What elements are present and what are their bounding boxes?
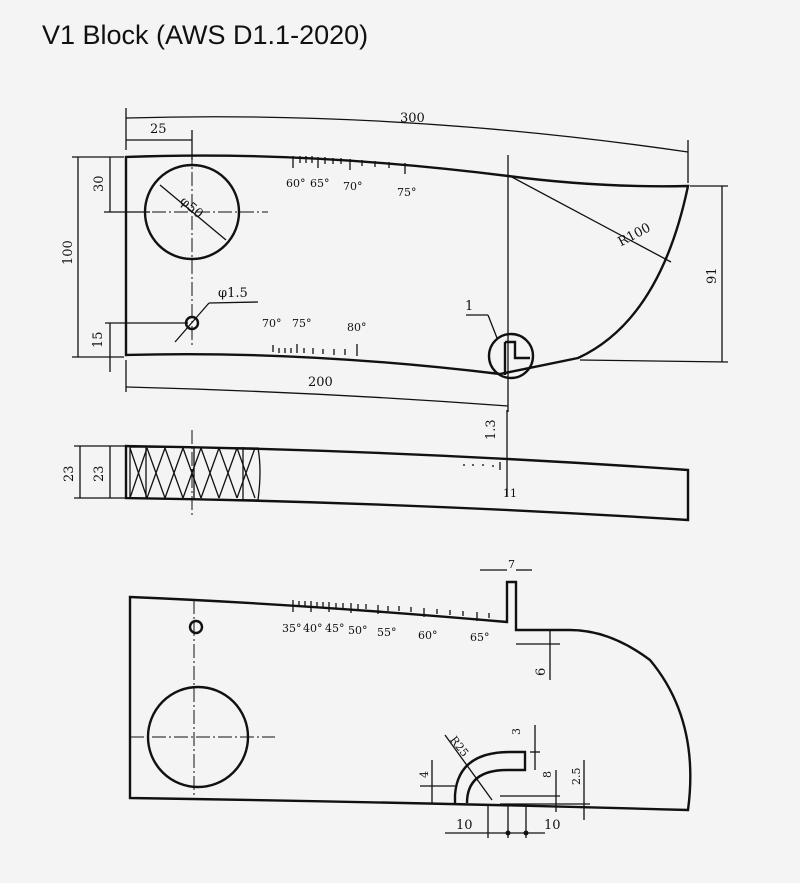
lower-scale-3: 80°: [347, 321, 367, 334]
bottom-scale-4: 50°: [348, 624, 368, 637]
upper-scale-1: 60°: [286, 177, 306, 190]
dim-15: 15: [91, 331, 106, 348]
dim-10-right: 10: [544, 818, 561, 833]
bottom-scale-1: 35°: [282, 622, 302, 635]
top-view: φ50 φ1.5 1 R100 300 25 100 30 15: [61, 108, 729, 412]
lower-scale: [272, 344, 358, 356]
bottom-scale-5: 55°: [377, 626, 397, 639]
notch-circle: [487, 332, 535, 380]
small-hole-bottom: [188, 619, 204, 635]
bottom-scale-3: 45°: [325, 622, 345, 635]
bottom-view: 7 6 35° 4: [128, 558, 692, 838]
dim-1-3: 1.3: [484, 419, 499, 440]
bottom-scale-7: 65°: [470, 631, 490, 644]
hatched-section: [129, 446, 261, 501]
dim-23-outer: 23: [62, 465, 77, 482]
upper-scale: [292, 156, 406, 174]
side-view: 23 23 1.3 11: [62, 410, 690, 522]
r25-label: R25: [447, 734, 471, 760]
bottom-scale-6: 60°: [418, 629, 438, 642]
lower-scale-2: 75°: [292, 317, 312, 330]
dim-3: 3: [510, 728, 523, 735]
side-view-outline: [124, 444, 690, 522]
dim-2-5: 2.5: [570, 768, 583, 786]
dim-4: 4: [418, 771, 431, 778]
small-hole-label: φ1.5: [218, 286, 248, 301]
hole-dia-label: φ50: [177, 194, 206, 222]
dim-25: 25: [150, 122, 167, 137]
dim-10-left: 10: [456, 818, 473, 833]
bottom-scale-2: 40°: [303, 622, 323, 635]
upper-scale-2: 65°: [310, 177, 330, 190]
r100-label: R100: [616, 221, 654, 250]
bottom-view-outline: [128, 580, 692, 812]
marker-label: 1: [465, 299, 473, 314]
dim-23-inner: 23: [92, 465, 107, 482]
r25-slot: [453, 750, 527, 804]
page-title: V1 Block (AWS D1.1-2020): [42, 20, 369, 50]
dim-30: 30: [92, 175, 107, 192]
bottom-scale: [292, 600, 490, 621]
upper-scale-4: 75°: [397, 186, 417, 199]
upper-scale-3: 70°: [343, 180, 363, 193]
dim-8: 8: [541, 771, 554, 778]
lower-scale-1: 70°: [262, 317, 282, 330]
dim-11: 11: [503, 487, 517, 500]
dim-300: 300: [400, 111, 425, 126]
dim-7: 7: [508, 558, 515, 571]
dim-100: 100: [61, 240, 76, 265]
dim-6: 6: [534, 668, 549, 676]
dim-200: 200: [308, 375, 333, 390]
dim-91: 91: [705, 267, 720, 284]
